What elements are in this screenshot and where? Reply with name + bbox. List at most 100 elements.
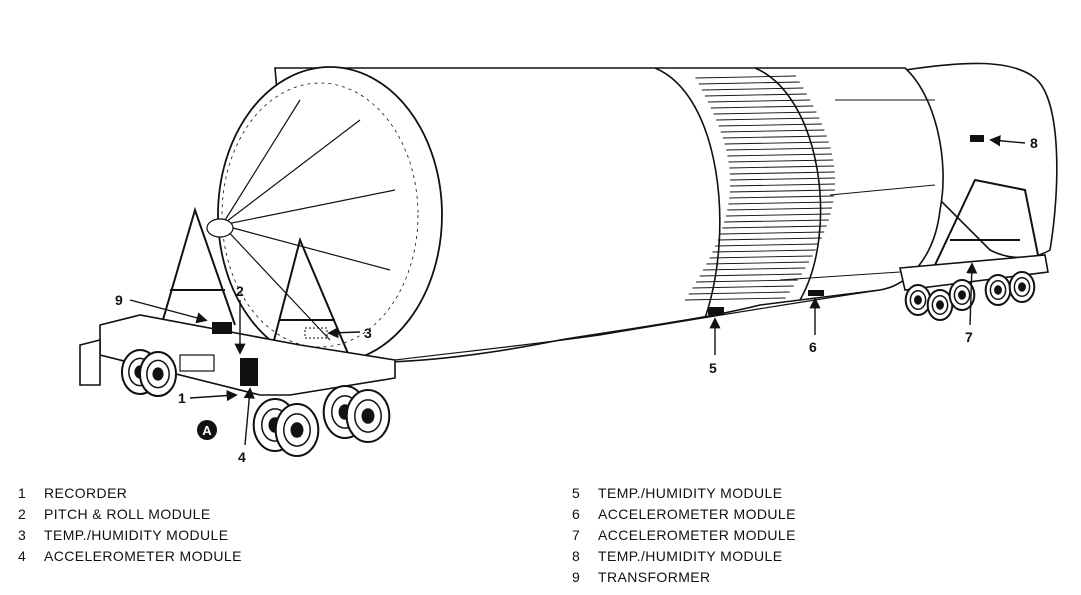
callout-9: 9 [115, 292, 123, 308]
legend-text: ACCELEROMETER MODULE [598, 506, 796, 522]
wheel [926, 289, 954, 321]
rib-line [725, 213, 831, 217]
callout-2: 2 [236, 283, 244, 299]
legend-text: RECORDER [44, 485, 128, 501]
rib-line [707, 99, 811, 103]
legend-text: TEMP./HUMIDITY MODULE [44, 527, 229, 543]
end-cap [217, 66, 443, 364]
wheel [1008, 271, 1036, 303]
legend-number: 3 [18, 527, 27, 543]
hub [206, 218, 234, 238]
rib-line [701, 87, 804, 91]
legend-item: 4 ACCELEROMETER MODULE [18, 546, 242, 567]
rear-wheels [904, 271, 1036, 321]
legend-text: TRANSFORMER [598, 569, 711, 585]
accel-module-6 [808, 290, 824, 296]
rib-line [728, 159, 834, 163]
rib-line [710, 105, 814, 109]
rear-cradle [934, 178, 1041, 266]
legend-item: 1 RECORDER [18, 483, 242, 504]
legend-item: 8 TEMP./HUMIDITY MODULE [572, 546, 796, 567]
legend-item: 7 ACCELEROMETER MODULE [572, 525, 796, 546]
marker-a [197, 420, 217, 440]
rib-line [718, 123, 823, 127]
callout-1: 1 [178, 390, 186, 406]
rib-line [730, 183, 836, 187]
rib-line [727, 207, 833, 211]
callout-7: 7 [965, 329, 973, 345]
rib-line [720, 231, 825, 235]
rib-line [727, 153, 833, 157]
legend-text: TEMP./HUMIDITY MODULE [598, 548, 783, 564]
transformer-block [212, 322, 232, 334]
legend-item: 9 TRANSFORMER [572, 567, 796, 588]
rib-line [729, 165, 835, 169]
callout-4: 4 [238, 449, 246, 465]
legend-number: 1 [18, 485, 27, 501]
wheel [274, 403, 320, 457]
ground-shadow [394, 289, 881, 361]
callout-6: 6 [809, 339, 817, 355]
end-cap-inner [221, 82, 419, 348]
rib-line [699, 273, 802, 277]
rib-line [715, 243, 819, 247]
legend-text: PITCH & ROLL MODULE [44, 506, 211, 522]
rib-line [709, 255, 813, 259]
legend-number: 9 [572, 569, 581, 585]
rib-line [730, 177, 836, 181]
temp-module-8 [970, 135, 984, 142]
stage-body [274, 67, 944, 363]
legend-number: 6 [572, 506, 581, 522]
rib-line [729, 189, 835, 193]
recorder-block [240, 358, 258, 386]
legend-number: 7 [572, 527, 581, 543]
rib-line [712, 249, 816, 253]
leader-lines [129, 135, 1026, 446]
wheel [345, 389, 391, 443]
rib-line [717, 237, 822, 241]
legend-text: ACCELEROMETER MODULE [598, 527, 796, 543]
rib-line [722, 225, 827, 229]
rib-line [706, 261, 810, 265]
front-wheels [120, 349, 391, 457]
callout-3: 3 [364, 325, 372, 341]
callout-8: 8 [1030, 135, 1038, 151]
rib-line [729, 195, 835, 199]
marker-a-label: A [202, 423, 212, 438]
legend-number: 8 [572, 548, 581, 564]
rib-line [685, 297, 786, 301]
rib-line [716, 117, 820, 121]
legend-number: 5 [572, 485, 581, 501]
legend-item: 6 ACCELEROMETER MODULE [572, 504, 796, 525]
wheel [904, 284, 932, 316]
rib-line [698, 81, 800, 85]
legend-number: 4 [18, 548, 27, 564]
rib-line [704, 93, 807, 97]
rib-line [726, 147, 831, 151]
legend-item: 3 TEMP./HUMIDITY MODULE [18, 525, 242, 546]
wheel [984, 274, 1012, 306]
seam-line [779, 271, 901, 281]
rib-lines [685, 75, 836, 301]
legend-item: 5 TEMP./HUMIDITY MODULE [572, 483, 796, 504]
legend-text: ACCELEROMETER MODULE [44, 548, 242, 564]
temp-module-5 [708, 307, 724, 315]
rib-line [720, 129, 825, 133]
callout-5: 5 [709, 360, 717, 376]
rib-line [688, 291, 790, 295]
wheel [138, 351, 178, 397]
rib-line [728, 201, 834, 205]
rib-line [729, 171, 835, 175]
rib-line [724, 141, 829, 145]
front-cradle [159, 206, 356, 376]
rib-line [692, 285, 794, 289]
rib-line [703, 267, 806, 271]
rib-line [722, 135, 827, 139]
wheel [948, 279, 976, 311]
legend-text: TEMP./HUMIDITY MODULE [598, 485, 783, 501]
rib-line [724, 219, 829, 223]
